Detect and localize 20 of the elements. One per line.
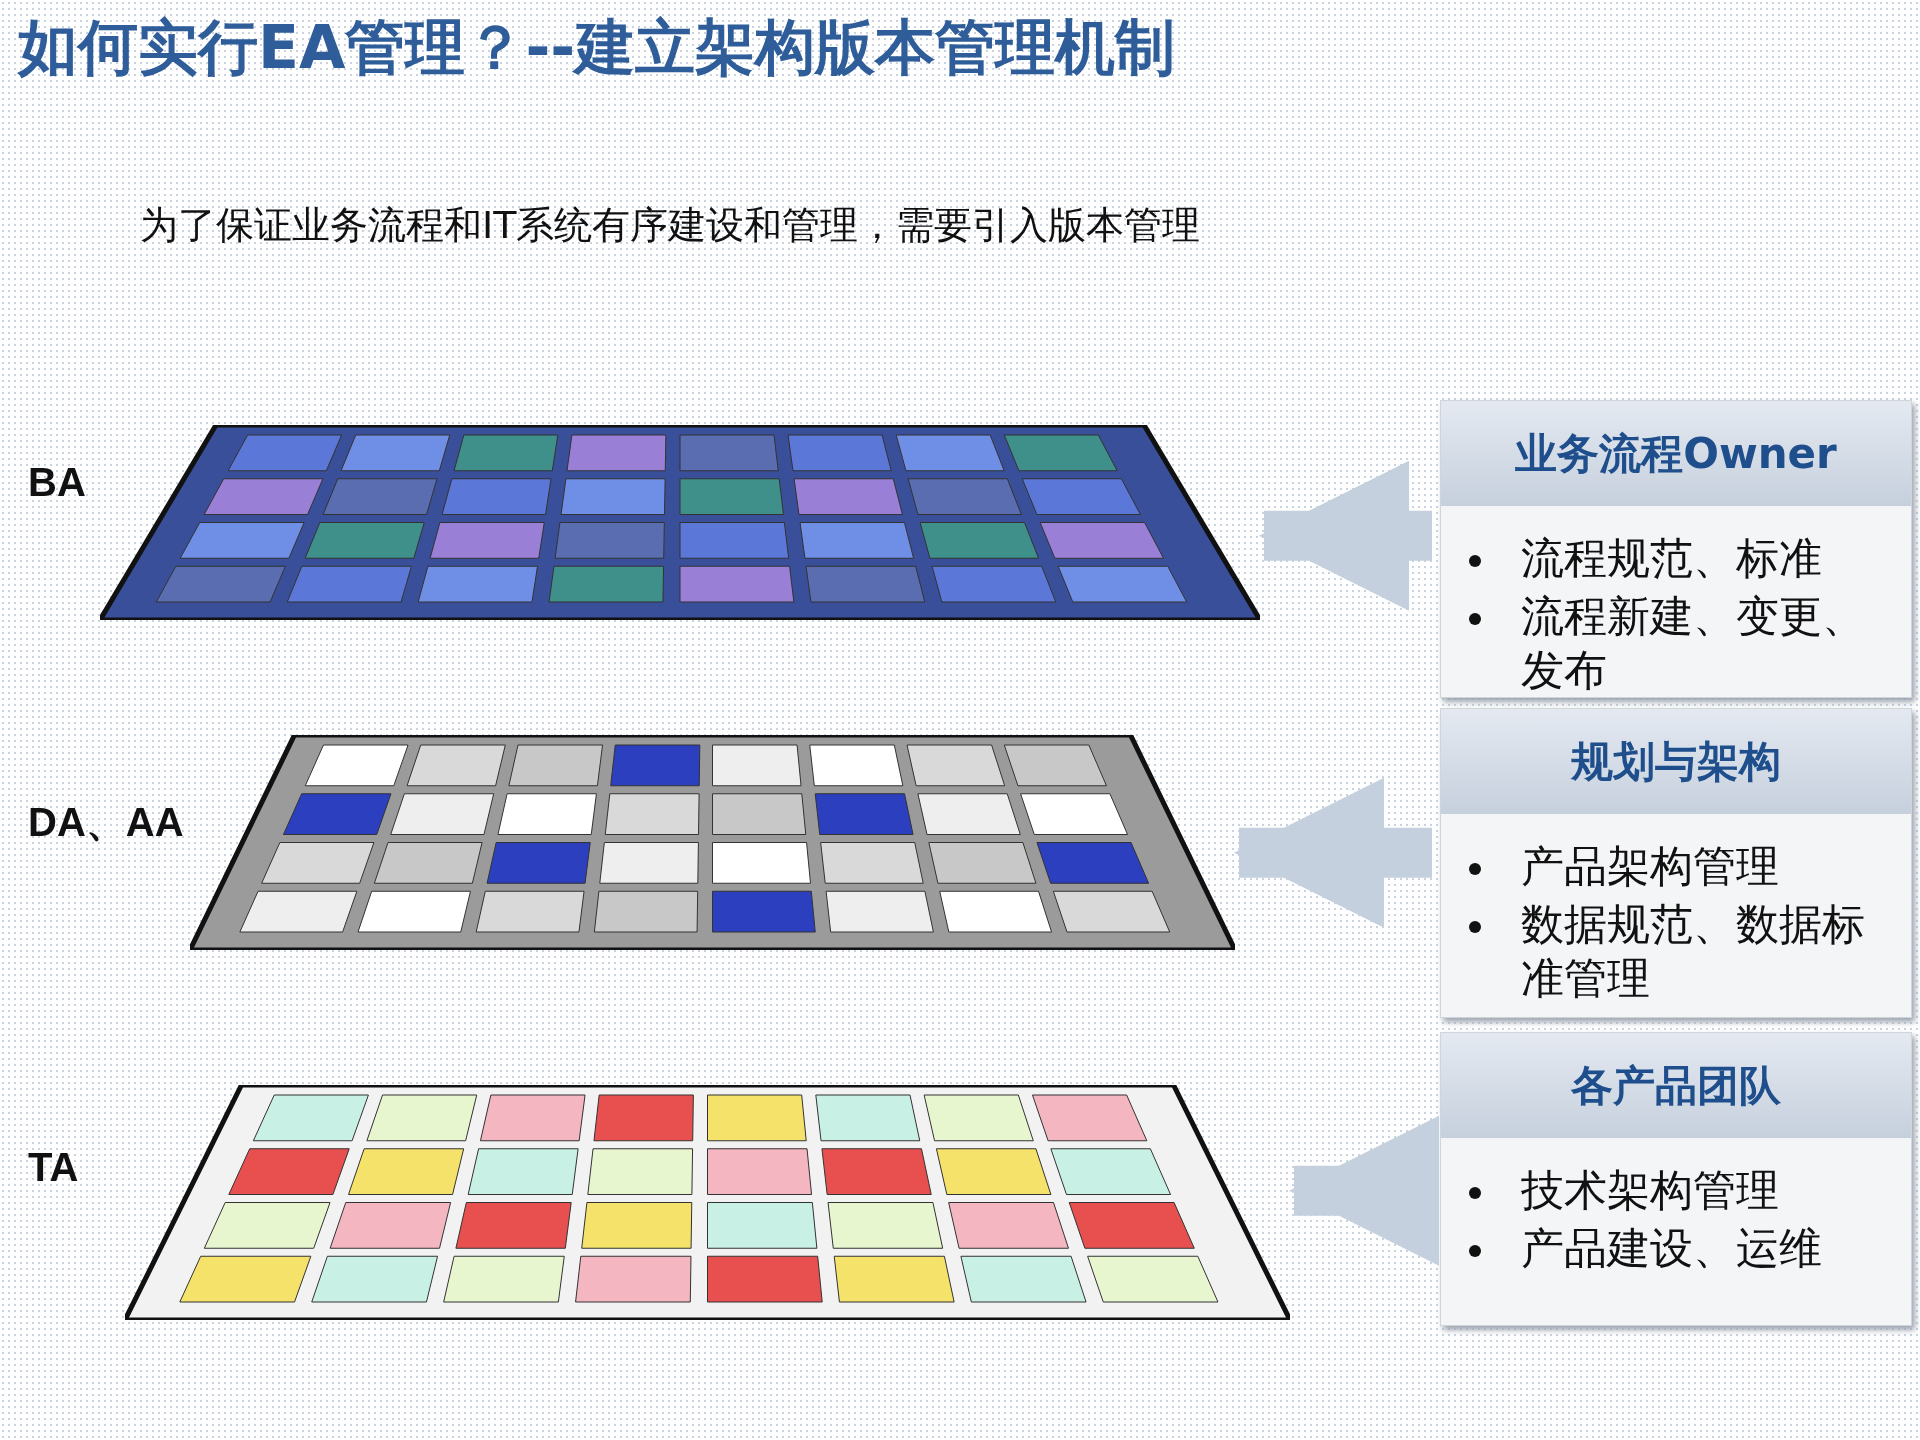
- layer-label: BA: [28, 460, 86, 505]
- block-arrow: [1234, 777, 1432, 928]
- card-heading: 各产品团队: [1571, 1059, 1781, 1112]
- layer-label: TA: [28, 1145, 79, 1190]
- role-card: [1440, 400, 1912, 698]
- subtitle: 为了保证业务流程和IT系统有序建设和管理，需要引入版本管理: [140, 202, 1201, 249]
- role-card: [1440, 1032, 1912, 1326]
- card-heading: 业务流程Owner: [1515, 427, 1837, 480]
- bullet-text: 产品架构管理: [1521, 840, 1780, 893]
- card-heading: 规划与架构: [1571, 735, 1781, 788]
- title: 如何实行EA管理？--建立架构版本管理机制: [18, 11, 1176, 84]
- bullet-text: 流程规范、标准: [1521, 532, 1823, 585]
- layer-label: DA、AA: [28, 799, 184, 846]
- role-card: [1440, 708, 1912, 1018]
- bullet-text: 技术架构管理: [1521, 1164, 1780, 1217]
- bullet-text: 流程新建、变更、发布: [1521, 590, 1866, 697]
- block-arrow: [1259, 460, 1432, 611]
- bullet-text: 产品建设、运维: [1521, 1222, 1823, 1275]
- bullet-text: 数据规范、数据标准管理: [1521, 898, 1866, 1005]
- block-arrow: [1289, 1115, 1439, 1266]
